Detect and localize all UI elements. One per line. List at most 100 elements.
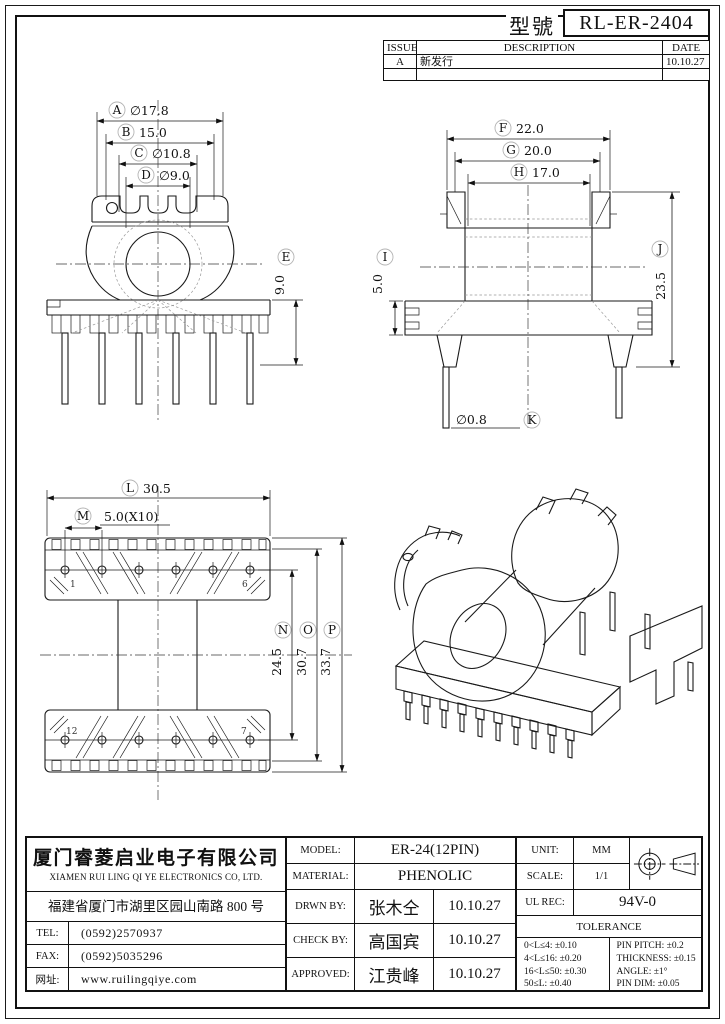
dim-j-value: 23.5 (653, 272, 668, 300)
revision-row-issue: A (384, 55, 417, 69)
dim-a-letter: A (112, 103, 122, 117)
dim-i-letter: I (383, 250, 388, 264)
dim-o-value: 30.7 (294, 648, 309, 676)
dim-l-value: 30.5 (143, 481, 171, 496)
company-block: 厦门睿菱启业电子有限公司 XIAMEN RUI LING QI YE ELECT… (27, 838, 287, 990)
lower-hatch (49, 715, 266, 759)
scale-value: 1/1 (574, 864, 630, 890)
tolerance-item: 4<L≤16: ±0.20 (524, 953, 582, 964)
scale-label: SCALE: (517, 864, 574, 890)
approved-date: 10.10.27 (448, 965, 501, 982)
base-teeth (51, 314, 269, 334)
dim-f-letter: F (499, 121, 507, 135)
lower-teeth (51, 760, 267, 771)
company-name-cell: 厦门睿菱启业电子有限公司 XIAMEN RUI LING QI YE ELECT… (27, 838, 285, 892)
revision-row-date: 10.10.27 (663, 55, 709, 69)
lower-pin-markers (60, 732, 255, 748)
ul-rec-label: UL REC: (517, 890, 574, 916)
dim-d-value: ∅9.0 (159, 168, 190, 183)
pin-number-12: 12 (66, 727, 77, 737)
dim-n-letter: N (278, 623, 289, 637)
dim-k-value: ∅0.8 (456, 412, 487, 427)
outer-border-frame (5, 5, 720, 1019)
material-value: PHENOLIC (355, 864, 515, 890)
dim-h-letter: H (514, 165, 524, 179)
tel-row: TEL: (0592)2570937 (27, 922, 285, 945)
website-row: 网址: www.ruilingqiye.com (27, 968, 285, 990)
tolerance-item: 0<L≤4: ±0.10 (524, 940, 577, 951)
upper-hatch (49, 551, 266, 595)
dim-e-value: 9.0 (272, 275, 287, 295)
third-angle-projection-icon (633, 847, 700, 880)
tolerance-item: PIN PITCH: ±0.2 (616, 940, 684, 951)
dim-h-value: 17.0 (532, 165, 560, 180)
tel-value: (0592)2570937 (81, 925, 163, 940)
tolerance-body: 0<L≤4: ±0.10 4<L≤16: ±0.20 16<L≤50: ±0.3… (517, 938, 701, 990)
model-number: RL-ER-2404 (579, 11, 694, 34)
dim-b-letter: B (122, 125, 131, 139)
tolerance-item: PIN DIM: ±0.05 (616, 979, 680, 990)
dim-o-letter: O (303, 623, 313, 637)
side-view: F 22.0 G 20.0 H 17.0 (370, 119, 680, 429)
approved-label: APPROVED: (287, 958, 355, 990)
revision-col-date: DATE (663, 41, 709, 55)
revision-col-issue: ISSUE (384, 41, 417, 55)
flange-ear-hole (105, 201, 119, 215)
dim-n-value: 24.5 (269, 648, 284, 676)
dim-g-value: 20.0 (524, 143, 552, 158)
model-type-label: 型號 (506, 11, 558, 41)
fax-label: FAX: (27, 945, 69, 967)
dim-c-value: ∅10.8 (152, 146, 191, 161)
drawn-by-name: 张木仝 (355, 890, 434, 924)
isometric-pins (403, 690, 575, 759)
fax-value: (0592)5035296 (81, 948, 163, 963)
website-label: 网址: (27, 968, 69, 990)
inner-border-frame (15, 15, 710, 1009)
dim-b-value: 15.0 (139, 125, 167, 140)
dim-a-value: ∅17.8 (130, 103, 169, 118)
front-view: A ∅17.8 B 15.0 C ∅10.8 D ∅9.0 (46, 100, 303, 420)
projection-symbol (630, 838, 701, 890)
plan-view: L 30.5 M 5.0(X10) (40, 479, 352, 800)
title-block: 厦门睿菱启业电子有限公司 XIAMEN RUI LING QI YE ELECT… (25, 836, 703, 992)
revision-row-description: 新发行 (417, 55, 663, 69)
dim-i-value: 5.0 (370, 274, 385, 294)
spec-block: MODEL: ER-24(12PIN) MATERIAL: PHENOLIC D… (287, 838, 517, 990)
company-address: 福建省厦门市湖里区园山南路 800 号 (27, 892, 285, 922)
dim-p-letter: P (328, 623, 336, 637)
tolerance-general-list: 0<L≤4: ±0.10 4<L≤16: ±0.20 16<L≤50: ±0.3… (517, 938, 610, 990)
tolerance-item: THICKNESS: ±0.15 (616, 953, 696, 964)
dim-m-value: 5.0(X10) (104, 509, 158, 524)
unit-label: UNIT: (517, 838, 574, 864)
check-by-name: 高国宾 (355, 924, 434, 958)
isometric-view (394, 488, 703, 759)
pin-number-6: 6 (242, 580, 248, 590)
model-label: MODEL: (287, 838, 355, 864)
model-number-box: RL-ER-2404 (563, 9, 710, 37)
tolerance-item: 16<L≤50: ±0.30 (524, 966, 587, 977)
website-value: www.ruilingqiye.com (81, 971, 197, 986)
dim-e-letter: E (282, 250, 291, 264)
revision-col-description: DESCRIPTION (417, 41, 663, 55)
info-block: UNIT: MM SCALE: 1/1 UL REC: 94V-0 TOLERA… (517, 838, 701, 990)
drawn-by-label: DRWN BY: (287, 890, 355, 924)
tolerance-specific-list: PIN PITCH: ±0.2 THICKNESS: ±0.15 ANGLE: … (610, 938, 702, 990)
approved-name: 江贵峰 (355, 958, 434, 990)
company-name-cn: 厦门睿菱启业电子有限公司 (32, 848, 279, 869)
revision-table: ISSUE DESCRIPTION DATE A 新发行 10.10.27 (383, 40, 710, 81)
drawn-by-date: 10.10.27 (434, 890, 515, 924)
upper-teeth (51, 539, 267, 550)
base-hidden-lines (71, 299, 247, 334)
tel-label: TEL: (27, 922, 69, 944)
model-value: ER-24(12PIN) (355, 838, 515, 864)
dim-c-letter: C (134, 146, 143, 160)
company-name-en: XIAMEN RUI LING QI YE ELECTRONICS CO, LT… (49, 872, 263, 882)
unit-value: MM (574, 838, 630, 864)
dim-d-letter: D (141, 168, 151, 182)
ul-rec-value: 94V-0 (574, 890, 701, 916)
dim-j-letter: J (656, 242, 663, 256)
pin-number-1: 1 (70, 580, 76, 590)
dim-l-letter: L (126, 481, 134, 495)
